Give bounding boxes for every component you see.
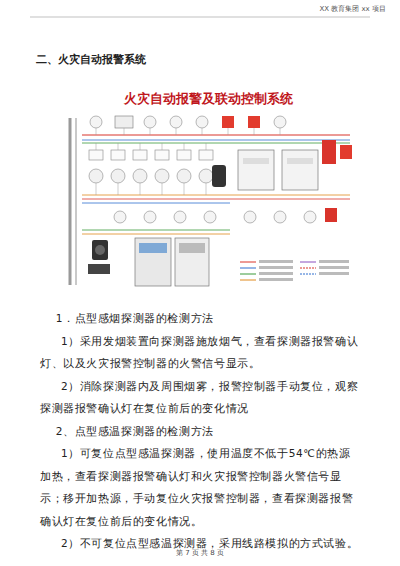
alarm-device [325, 208, 337, 222]
legend-lines [240, 260, 349, 281]
detector [144, 116, 156, 128]
drop-wire [184, 143, 185, 150]
drop-wire [162, 183, 163, 195]
module [199, 150, 213, 160]
control-cabinet [175, 238, 209, 286]
module-panel [282, 150, 318, 190]
drop-wire [96, 143, 97, 150]
drop-wire [184, 183, 185, 195]
drop-wire [162, 143, 163, 150]
module-panel [238, 150, 274, 190]
drop-wire [124, 128, 125, 135]
drop-wire [280, 128, 281, 135]
detector [170, 116, 182, 128]
detector [204, 211, 216, 223]
alarm-box [322, 140, 336, 164]
display-panel [115, 116, 133, 128]
detector [177, 169, 191, 183]
detector [199, 169, 213, 183]
drop-wire [96, 183, 97, 195]
module [89, 150, 103, 160]
drop-wire [206, 183, 207, 195]
sub-heading: 2、点型感温探测器的检测方法 [40, 420, 362, 443]
module [133, 150, 147, 160]
drop-wire [118, 143, 119, 150]
drop-wire [96, 128, 97, 135]
drop-wire [118, 183, 119, 195]
drop-wire [202, 128, 203, 135]
paragraph: 2）消除探测器内及周围烟雾，报警控制器手动复位，观察探测器报警确认灯在复位前后的… [40, 375, 362, 420]
telephone [88, 264, 110, 274]
detector [274, 211, 286, 223]
detector [196, 116, 208, 128]
drop-wire [254, 128, 255, 135]
drop-wire [150, 128, 151, 135]
detector [174, 211, 186, 223]
drop-wire [206, 143, 207, 150]
detector [90, 116, 102, 128]
paragraph: 1）采用发烟装置向探测器施放烟气，查看探测器报警确认灯、以及火灾报警控制器的火警… [40, 330, 362, 375]
module [155, 150, 169, 160]
drop-wire [228, 128, 229, 135]
module [111, 150, 125, 160]
manual-call-point [248, 116, 260, 128]
body-text: 1．点型感烟探测器的检测方法 1）采用发烟装置向探测器施放烟气，查看探测器报警确… [40, 307, 362, 555]
detector [89, 169, 103, 183]
detector [244, 211, 256, 223]
module [177, 150, 191, 160]
alarm-bell [340, 145, 352, 159]
page-footer: 第 7 页 共 8 页 [0, 548, 400, 558]
manual-call-point [222, 116, 234, 128]
detector [114, 211, 126, 223]
camera-device [212, 165, 226, 187]
drop-wire [140, 183, 141, 195]
section-heading: 二、火灾自动报警系统 [36, 52, 146, 67]
drop-wire [176, 128, 177, 135]
sub-heading: 1．点型感烟探测器的检测方法 [40, 307, 362, 330]
detector [111, 169, 125, 183]
control-cabinet [135, 238, 171, 286]
wiring [70, 118, 350, 285]
page-header: XX 教育集团 xx 项目 [319, 4, 386, 14]
detector [155, 169, 169, 183]
speaker [92, 240, 108, 260]
drop-wire [140, 143, 141, 150]
detector [274, 116, 286, 128]
detector [133, 169, 147, 183]
detector [144, 211, 156, 223]
detector [304, 211, 316, 223]
diagram-title: 火灾自动报警及联动控制系统 [58, 91, 358, 108]
device-icons [89, 116, 337, 223]
header-rule [30, 17, 370, 18]
paragraph: 1）可复位点型感温探测器，使用温度不低于54℃的热源加热，查看探测器报警确认灯和… [40, 442, 362, 532]
